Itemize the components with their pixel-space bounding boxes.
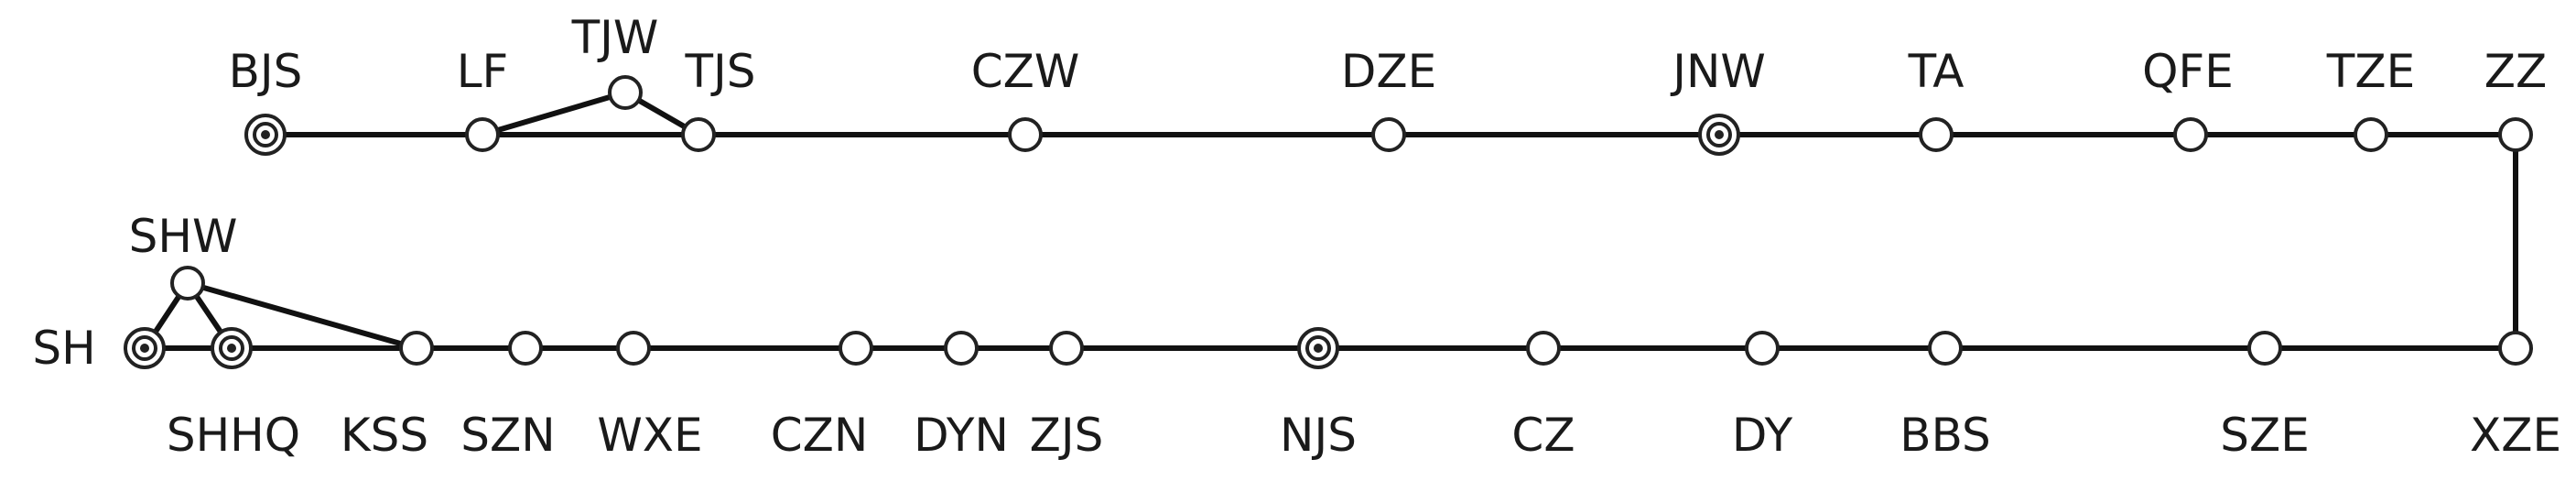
station-circle-icon: [839, 331, 873, 366]
station-label-sh: SH: [32, 322, 95, 375]
station-label-tjw: TJW: [571, 11, 659, 64]
station-circle-icon: [2247, 331, 2282, 366]
major-station-dot-icon: [227, 344, 236, 353]
station-label-dy: DY: [1732, 409, 1793, 462]
station-label-njs: NJS: [1280, 409, 1357, 462]
station-circle-icon: [1745, 331, 1780, 366]
station-label-zz: ZZ: [2484, 45, 2548, 98]
major-station-dot-icon: [140, 344, 149, 353]
station-njs[interactable]: [1297, 327, 1339, 369]
station-label-shw: SHW: [129, 210, 238, 263]
track-segment-lf-tjw: [480, 90, 628, 137]
station-shhq[interactable]: [211, 327, 253, 369]
station-label-czn: CZN: [771, 409, 869, 462]
station-sh[interactable]: [124, 327, 166, 369]
station-label-bbs: BBS: [1900, 409, 1990, 462]
major-station-dot-icon: [1715, 130, 1724, 139]
station-label-wxe: WXE: [597, 409, 702, 462]
station-cz[interactable]: [1526, 331, 1561, 366]
station-circle-icon: [2498, 331, 2533, 366]
station-label-tjs: TJS: [684, 45, 755, 98]
station-lf[interactable]: [465, 117, 500, 152]
station-label-sze: SZE: [2220, 409, 2310, 462]
station-circle-icon: [2173, 117, 2208, 152]
station-label-tze: TZE: [2326, 45, 2415, 98]
station-label-shhq: SHHQ: [167, 409, 300, 462]
station-label-cz: CZ: [1511, 409, 1575, 462]
major-station-dot-icon: [261, 130, 270, 139]
station-shw[interactable]: [170, 266, 205, 301]
station-kss[interactable]: [399, 331, 434, 366]
station-zjs[interactable]: [1049, 331, 1084, 366]
station-wxe[interactable]: [616, 331, 651, 366]
station-dy[interactable]: [1745, 331, 1780, 366]
station-labels: BJS LF TJW TJS CZW DZE JNW TA QFE TZE ZZ XZE SZE BBS D…: [32, 11, 2561, 462]
station-label-zjs: ZJS: [1030, 409, 1104, 462]
station-circle-icon: [1526, 331, 1561, 366]
station-circle-icon: [681, 117, 716, 152]
station-jnw[interactable]: [1698, 114, 1740, 156]
station-xze[interactable]: [2498, 331, 2533, 366]
station-tjw[interactable]: [608, 75, 643, 110]
station-circle-icon: [2354, 117, 2388, 152]
station-circle-icon: [508, 331, 543, 366]
track-lines: [142, 90, 2518, 351]
station-circle-icon: [1919, 117, 1954, 152]
station-qfe[interactable]: [2173, 117, 2208, 152]
station-label-kss: KSS: [341, 409, 428, 462]
station-circle-icon: [944, 331, 979, 366]
station-label-jnw: JNW: [1670, 45, 1766, 98]
station-circle-icon: [608, 75, 643, 110]
station-szn[interactable]: [508, 331, 543, 366]
track-segment-kss-shw: [185, 280, 419, 351]
station-label-czw: CZW: [971, 45, 1080, 98]
station-label-bjs: BJS: [229, 45, 303, 98]
major-station-dot-icon: [1314, 344, 1323, 353]
station-circle-icon: [1049, 331, 1084, 366]
station-sze[interactable]: [2247, 331, 2282, 366]
station-zz[interactable]: [2498, 117, 2533, 152]
station-label-ta: TA: [1908, 45, 1964, 98]
station-label-xze: XZE: [2470, 409, 2561, 462]
station-label-dyn: DYN: [914, 409, 1009, 462]
station-tze[interactable]: [2354, 117, 2388, 152]
station-circle-icon: [1008, 117, 1043, 152]
station-circle-icon: [1928, 331, 1963, 366]
station-tjs[interactable]: [681, 117, 716, 152]
station-circle-icon: [170, 266, 205, 301]
station-bjs[interactable]: [244, 114, 287, 156]
station-ta[interactable]: [1919, 117, 1954, 152]
station-circle-icon: [1371, 117, 1406, 152]
station-circle-icon: [465, 117, 500, 152]
station-label-lf: LF: [457, 45, 509, 98]
station-czn[interactable]: [839, 331, 873, 366]
station-circle-icon: [2498, 117, 2533, 152]
station-circle-icon: [399, 331, 434, 366]
station-dyn[interactable]: [944, 331, 979, 366]
station-markers: [124, 75, 2533, 369]
station-dze[interactable]: [1371, 117, 1406, 152]
station-czw[interactable]: [1008, 117, 1043, 152]
station-circle-icon: [616, 331, 651, 366]
station-label-qfe: QFE: [2142, 45, 2234, 98]
station-label-szn: SZN: [460, 409, 555, 462]
station-label-dze: DZE: [1341, 45, 1436, 98]
station-bbs[interactable]: [1928, 331, 1963, 366]
